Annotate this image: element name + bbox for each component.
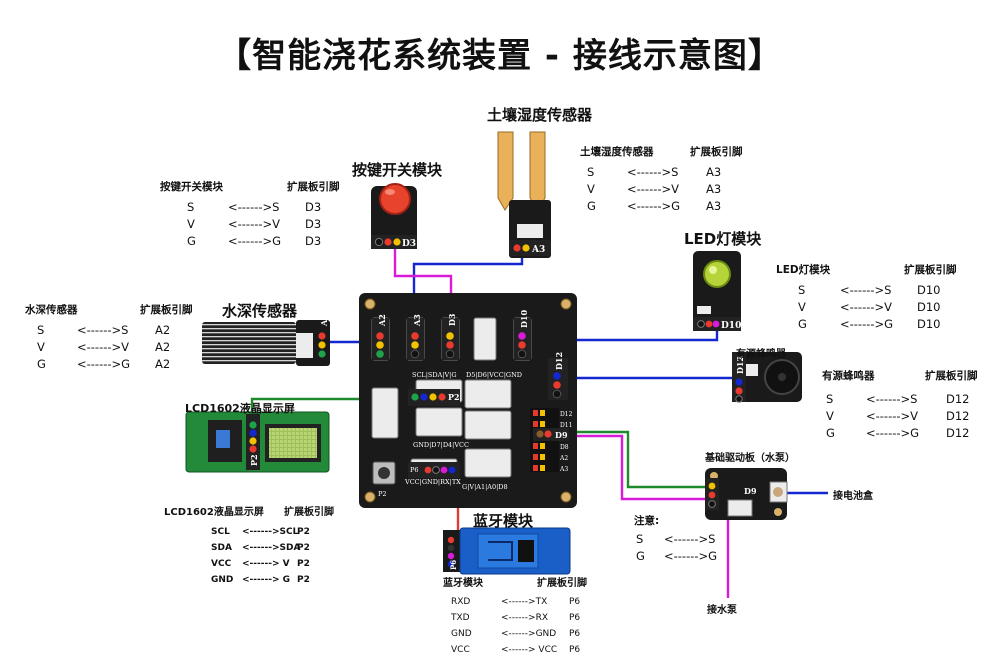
- soil-title: 土壤湿度传感器: [487, 106, 593, 124]
- silk-p6: VCC|GND|RX|TX: [404, 478, 461, 486]
- header-label-d9: D9: [555, 430, 568, 440]
- soil-pin-label: A3: [531, 245, 545, 255]
- wires: [250, 247, 828, 598]
- port-label-a3: A3: [412, 314, 422, 327]
- water-pin-label: A2: [319, 314, 329, 327]
- table-header: 按键开关模块: [160, 181, 223, 193]
- pump-pin-label: D9: [744, 486, 757, 496]
- buzzer-title: 有源蜂鸣器: [736, 349, 786, 360]
- wire-pump-green: [570, 430, 707, 489]
- page-title: 【智能浇花系统装置 - 接线示意图】: [217, 36, 783, 76]
- led-pin-label: D10: [721, 321, 741, 331]
- bluetooth-module: P6: [443, 527, 571, 575]
- wire-pump-magenta: [570, 434, 707, 501]
- lcd-module: P2: [185, 411, 330, 473]
- port-label-d3: D3: [447, 313, 457, 326]
- pump-driver: D9: [705, 468, 788, 520]
- silk-p2-button: P2: [378, 490, 387, 498]
- lcd-title: LCD1602液晶显示屏: [185, 402, 295, 415]
- water-sensor: A2: [202, 314, 330, 366]
- silk-bot: G|V|A1|A0|D8: [462, 483, 508, 491]
- bluetooth-title: 蓝牙模块: [473, 512, 534, 530]
- port-label-d12: D12: [554, 352, 564, 370]
- water-title: 水深传感器: [222, 302, 298, 320]
- silk-top: SCL|SDA|V|G: [412, 371, 457, 379]
- led-title: LED灯模块: [684, 230, 762, 248]
- pump-note: 注意: S<------>S G<------>G: [634, 515, 718, 563]
- button-pin-label: D3: [402, 239, 416, 249]
- lcd-pin-label: P2: [249, 454, 259, 466]
- header-label-d8: D8: [560, 444, 569, 451]
- button-module: D3: [371, 183, 417, 249]
- header-label-d11: D11: [560, 422, 572, 429]
- expansion-board: SCL|SDA|V|G D5|D6|VCC|GND GND|D7|D4|VCC …: [359, 293, 577, 508]
- table-header: 扩展板引脚: [287, 181, 340, 193]
- buzzer-module: D12: [732, 352, 802, 403]
- wire-led-d10: [522, 330, 719, 342]
- buzzer-pin-label: D12: [735, 356, 745, 374]
- header-label-a2: A2: [559, 455, 568, 462]
- port-label-p6: P6: [410, 466, 419, 474]
- bt-pin-label: P6: [449, 560, 458, 570]
- port-label-d10: D10: [519, 309, 529, 328]
- battery-label: 接电池盒: [833, 491, 873, 502]
- silk-top2: D5|D6|VCC|GND: [466, 371, 522, 379]
- button-title: 按键开关模块: [352, 161, 443, 179]
- header-label-a3: A3: [559, 466, 568, 473]
- pump-title: 基础驱动板（水泵）: [705, 453, 795, 464]
- port-plugs: A2 A3 D3 D10 D12 P2 P6 D9: [372, 309, 569, 478]
- port-label-p2: P2: [448, 392, 460, 402]
- soil-sensor: A3: [497, 131, 551, 258]
- pump-out-label: 接水泵: [707, 605, 737, 616]
- led-module: D10: [693, 251, 741, 331]
- port-label-a2: A2: [377, 314, 387, 327]
- header-label-d12: D12: [560, 411, 573, 418]
- silk-mid: GND|D7|D4|VCC: [413, 441, 469, 449]
